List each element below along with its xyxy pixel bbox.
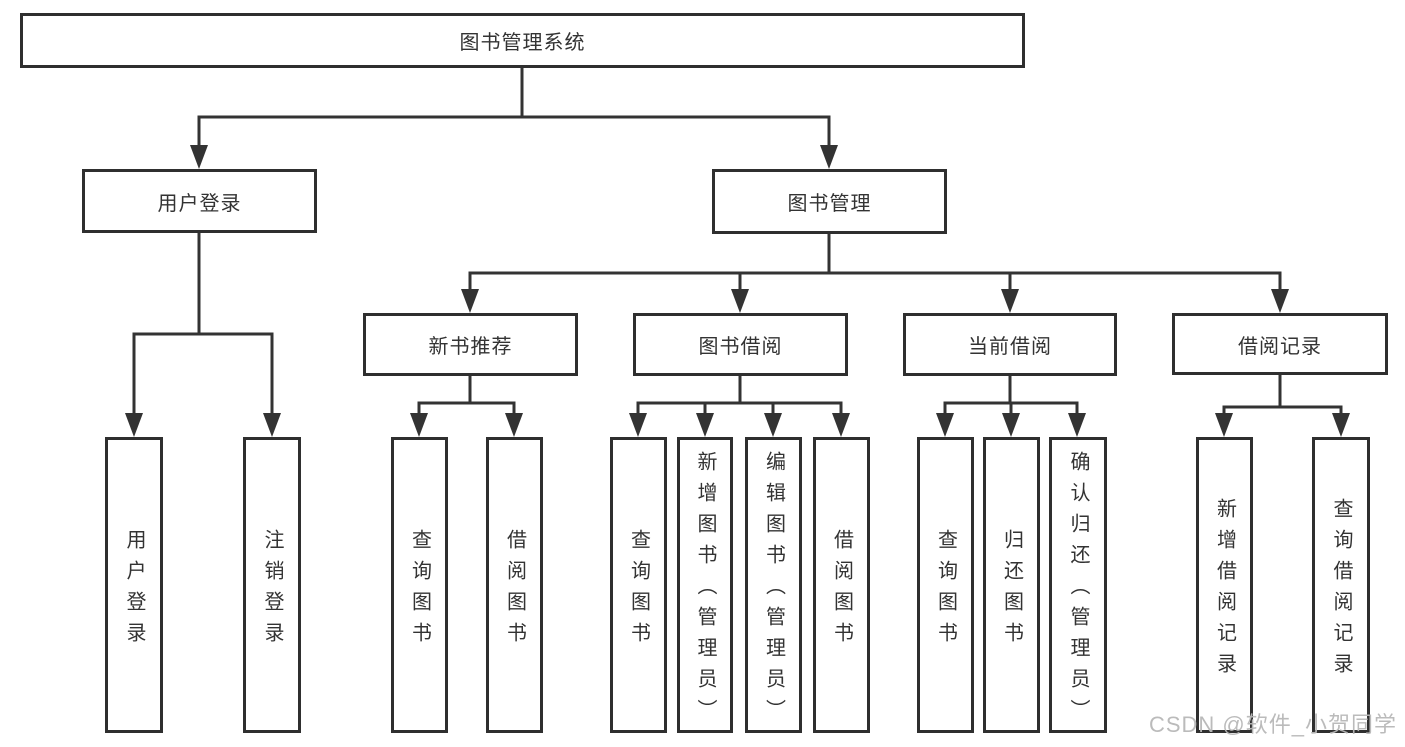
arrowhead-icon (263, 413, 281, 437)
arrowhead-icon (820, 145, 838, 169)
arrowhead-icon (1068, 413, 1086, 437)
leaf-label: 查询图书 (934, 528, 957, 653)
node-label: 借阅记录 (1238, 335, 1322, 358)
leaf-query-books-1: 查询图书 (391, 437, 448, 733)
node-label: 当前借阅 (968, 336, 1052, 358)
arrowhead-icon (461, 289, 479, 313)
leaf-label: 查询借阅记录 (1330, 497, 1352, 684)
arrowhead-icon (410, 413, 428, 437)
csdn-watermark: CSDN @软件_小贺同学 (1148, 712, 1397, 737)
leaf-label: 新增借阅记录 (1213, 497, 1236, 684)
node-new-book-recommend: 新书推荐 (363, 313, 578, 376)
node-book-management: 图书管理 (712, 169, 947, 234)
leaf-label: 查询图书 (408, 528, 431, 653)
arrowhead-icon (1002, 413, 1020, 437)
leaf-add-borrow-record: 新增借阅记录 (1196, 437, 1253, 733)
arrowhead-icon (764, 413, 782, 437)
leaf-label: 编辑图书（管理员） (762, 451, 785, 730)
leaf-add-book-admin: 新增图书（管理员） (677, 437, 733, 733)
leaf-label: 归还图书 (1000, 528, 1023, 653)
arrowhead-icon (125, 413, 143, 437)
leaf-return-book: 归还图书 (983, 437, 1040, 733)
arrowhead-icon (1001, 289, 1019, 313)
node-user-login: 用户登录 (82, 169, 317, 233)
arrowhead-icon (731, 289, 749, 313)
leaf-query-borrow-record: 查询借阅记录 (1312, 437, 1370, 733)
leaf-label: 注销登录 (261, 528, 283, 653)
arrowhead-icon (629, 413, 647, 437)
leaf-query-books-3: 查询图书 (917, 437, 974, 733)
leaf-label: 确认归还（管理员） (1067, 451, 1089, 730)
leaf-logout: 注销登录 (243, 437, 301, 733)
leaf-borrow-books-2: 借阅图书 (813, 437, 870, 733)
node-label: 图书管理 (787, 193, 872, 215)
arrowhead-icon (505, 413, 523, 437)
arrowhead-icon (1215, 413, 1233, 437)
arrowhead-icon (832, 413, 850, 437)
arrowhead-icon (936, 413, 954, 437)
node-label: 图书管理系统 (459, 32, 586, 54)
node-label: 新书推荐 (428, 336, 513, 358)
node-label: 用户登录 (157, 192, 242, 215)
leaf-label: 查询图书 (627, 528, 650, 653)
leaf-label: 借阅图书 (830, 528, 853, 653)
leaf-query-books-2: 查询图书 (610, 437, 667, 733)
arrowhead-icon (1332, 413, 1350, 437)
arrowhead-icon (1271, 289, 1289, 313)
arrowhead-icon (190, 145, 208, 169)
node-book-borrowing: 图书借阅 (633, 313, 848, 376)
leaf-label: 新增图书（管理员） (694, 451, 716, 730)
leaf-user-login: 用户登录 (105, 437, 163, 733)
node-label: 图书借阅 (698, 336, 783, 358)
leaf-edit-book-admin: 编辑图书（管理员） (745, 437, 802, 733)
leaf-label: 用户登录 (123, 528, 145, 653)
arrowhead-icon (696, 413, 714, 437)
leaf-borrow-books-1: 借阅图书 (486, 437, 543, 733)
leaf-confirm-return-admin: 确认归还（管理员） (1049, 437, 1107, 733)
node-root-system: 图书管理系统 (20, 13, 1025, 68)
leaf-label: 借阅图书 (503, 528, 526, 653)
node-borrowing-records: 借阅记录 (1172, 313, 1388, 375)
node-current-borrowing: 当前借阅 (903, 313, 1117, 376)
